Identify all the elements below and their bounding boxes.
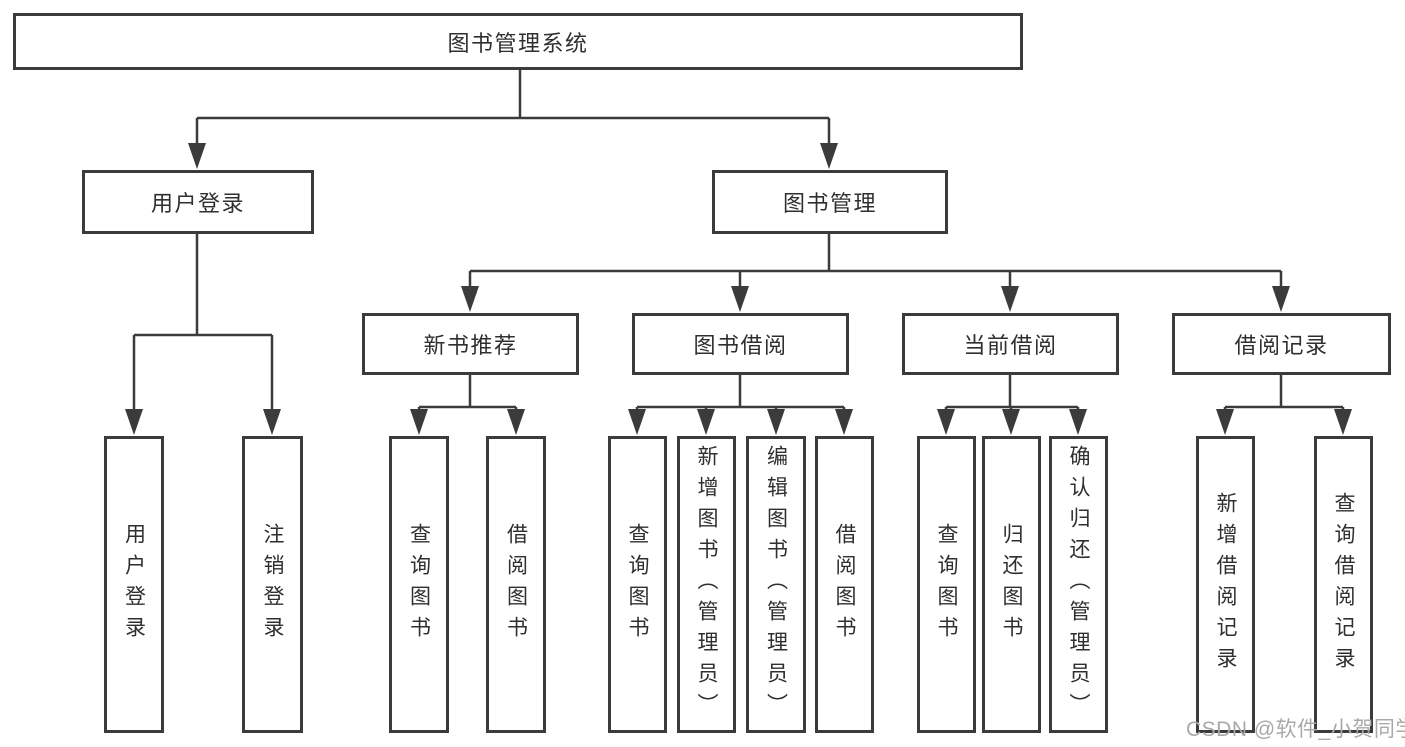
leaf-confirm-return-admin: 确认归还（管理员） (1049, 436, 1108, 733)
node-new-book-recommend: 新书推荐 (362, 313, 579, 375)
leaf-label: 查询图书 (407, 522, 431, 647)
leaf-label: 用户登录 (122, 522, 146, 647)
leaf-add-book-admin: 新增图书（管理员） (677, 436, 736, 733)
leaf-current-query-books: 查询图书 (917, 436, 976, 733)
leaf-label: 借阅图书 (833, 522, 856, 647)
connector-root-to-level1 (188, 69, 838, 169)
leaf-borrow-query-books: 查询图书 (608, 436, 667, 733)
node-label: 图书管理 (782, 191, 877, 216)
connector-book-management-branch (461, 234, 1290, 312)
node-current-borrow: 当前借阅 (902, 313, 1119, 375)
node-label: 用户登录 (150, 191, 245, 216)
node-label: 图书管理系统 (447, 30, 589, 56)
leaf-label: 新增图书（管理员） (695, 445, 718, 724)
node-label: 当前借阅 (963, 333, 1058, 358)
connector-borrow-records-branch (1216, 375, 1352, 435)
node-borrow-records: 借阅记录 (1172, 313, 1391, 375)
leaf-return-books: 归还图书 (982, 436, 1041, 733)
leaf-label: 查询借阅记录 (1332, 491, 1355, 678)
leaf-add-borrow-record: 新增借阅记录 (1196, 436, 1255, 733)
leaf-query-borrow-record: 查询借阅记录 (1314, 436, 1373, 733)
node-label: 借阅记录 (1234, 333, 1329, 358)
leaf-label: 查询图书 (935, 522, 958, 647)
node-book-borrow: 图书借阅 (632, 313, 849, 375)
leaf-newrec-query-books: 查询图书 (389, 436, 449, 733)
node-library-management-system: 图书管理系统 (13, 13, 1023, 70)
node-label: 图书借阅 (693, 333, 788, 358)
connector-book-borrow-branch (628, 375, 853, 435)
csdn-watermark: CSDN @软件_小贺同学 (1186, 718, 1405, 741)
leaf-label: 归还图书 (1000, 522, 1023, 647)
leaf-label: 查询图书 (626, 522, 649, 647)
node-user-login: 用户登录 (82, 170, 314, 234)
leaf-label: 确认归还（管理员） (1067, 445, 1090, 724)
leaf-label: 新增借阅记录 (1214, 491, 1237, 678)
leaf-label: 注销登录 (261, 522, 284, 647)
leaf-label: 借阅图书 (504, 522, 528, 647)
connector-new-book-branch (410, 375, 525, 435)
leaf-label: 编辑图书（管理员） (764, 445, 788, 724)
node-label: 新书推荐 (423, 333, 518, 358)
leaf-logout-login: 注销登录 (242, 436, 303, 733)
leaf-borrow-borrow-books: 借阅图书 (815, 436, 874, 733)
leaf-user-login: 用户登录 (104, 436, 164, 733)
leaf-newrec-borrow-books: 借阅图书 (486, 436, 546, 733)
leaf-edit-book-admin: 编辑图书（管理员） (746, 436, 806, 733)
connector-user-login-branch (125, 234, 281, 435)
node-book-management: 图书管理 (712, 170, 948, 234)
connector-current-borrow-branch (937, 375, 1087, 435)
